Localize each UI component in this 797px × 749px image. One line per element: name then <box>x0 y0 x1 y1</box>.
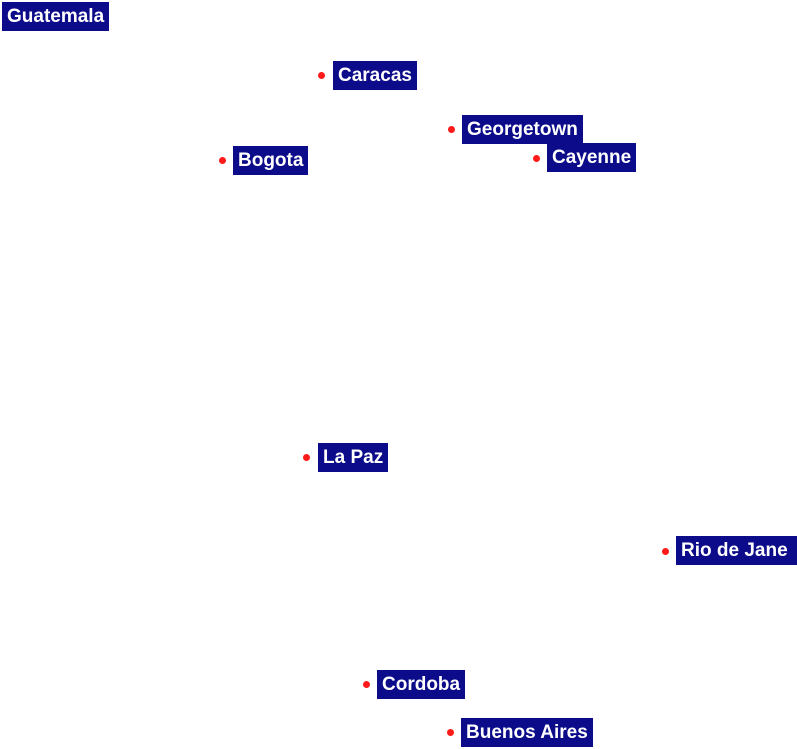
city-label: Cayenne <box>547 143 637 172</box>
city-label: Cordoba <box>377 670 466 699</box>
city-label: Rio de Jane <box>676 536 797 565</box>
city-label: Bogota <box>233 146 309 175</box>
city-marker-icon <box>363 681 370 688</box>
city-marker-icon <box>533 155 540 162</box>
city-label: Caracas <box>333 61 417 90</box>
city-marker-icon <box>448 126 455 133</box>
city-marker-icon <box>447 729 454 736</box>
city-label: Guatemala <box>2 2 110 31</box>
city-marker-icon <box>303 454 310 461</box>
city-label: Georgetown <box>462 115 583 144</box>
city-marker-icon <box>318 72 325 79</box>
city-marker-icon <box>219 157 226 164</box>
city-rio-de-janeiro[interactable]: Rio de Jane <box>662 536 797 566</box>
city-label: La Paz <box>318 443 389 472</box>
city-label: Buenos Aires <box>461 718 593 747</box>
city-marker-icon <box>662 548 669 555</box>
